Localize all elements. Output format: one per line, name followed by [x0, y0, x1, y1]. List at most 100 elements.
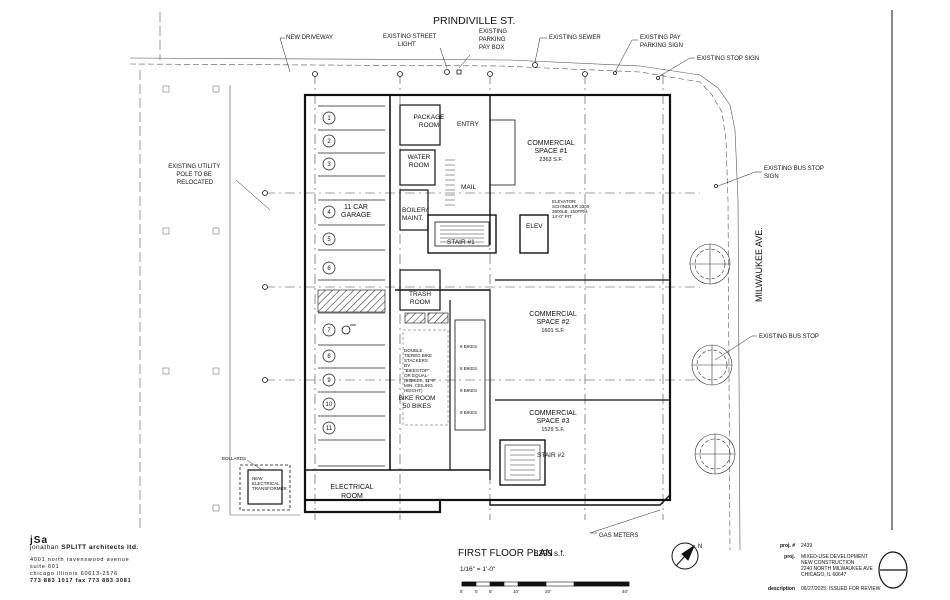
pay-box-callout: EXISTING PARKING PAY BOX — [479, 29, 509, 51]
north-label: N — [698, 544, 702, 550]
stall-number: 1 — [327, 116, 331, 122]
firm-name-bold: SPLITT architects ltd. — [61, 544, 139, 551]
stall-number: 9 — [327, 378, 331, 384]
bollards-callout: BOLLARDS — [222, 456, 246, 461]
svg-text:0: 0 — [475, 589, 478, 594]
stall-number-badge — [322, 205, 336, 219]
stall-number-badge — [322, 373, 336, 387]
svg-text:20': 20' — [545, 589, 551, 594]
stall-number: 3 — [327, 162, 331, 168]
sewer-callout: EXISTING SEWER — [549, 35, 601, 41]
bike-label-3: 8 BIKES — [460, 388, 477, 393]
bus-stop-callout: EXISTING BUS STOP — [759, 334, 819, 340]
proj-line-1: MIXED-USE DEVELOPMENT — [801, 554, 868, 560]
scale-tick-labels: 5' 0 5' 10' 20' 40' — [460, 589, 628, 594]
utility-pole-callout: EXISTING UTILITY POLE TO BE RELOCATED — [168, 164, 222, 186]
proj-key: proj. — [784, 554, 795, 560]
grid-bubbles — [262, 71, 588, 383]
stall-number: 8 — [327, 354, 331, 360]
proj-line-2: NEW CONSTRUCTION — [801, 560, 855, 566]
stall-number-badge — [322, 261, 336, 275]
stall-number-badge — [322, 421, 336, 435]
scale-bar — [461, 581, 630, 587]
stair-2-label: STAIR #2 — [537, 452, 565, 459]
elevator-note: ELEVATOR: SCHINDLER 3300, 3500LB, 150FPM… — [552, 199, 592, 219]
stall-number-badge — [322, 349, 336, 363]
stall-number-badge — [322, 323, 336, 337]
bike-label-1: 8 BIKES — [460, 344, 477, 349]
stall-number: 4 — [327, 210, 331, 216]
firm-address-1: 4001 north ravenswood avenue — [30, 557, 130, 563]
desc-value: 06/27/2025: ISSUED FOR REVIEW — [801, 586, 881, 592]
stall-number: 6 — [327, 266, 331, 272]
bus-sign-callout: EXISTING BUS STOP SIGN — [764, 166, 825, 180]
proj-line-4: CHICAGO, IL 60647 — [801, 572, 847, 578]
stall-number-badge — [322, 111, 336, 125]
plan-scale: 1/16" = 1'-0" — [460, 566, 496, 573]
firm-prefix: jonathan — [30, 544, 59, 551]
project-block: proj. #2439 proj. MIXED-USE DEVELOPMENT … — [755, 543, 895, 592]
svg-text:40': 40' — [622, 589, 628, 594]
transformer-callout: NEW ELECTRICAL TRANSFORMER — [252, 476, 288, 491]
firm-address-3: chicago illinois 60613-2576 — [30, 571, 118, 577]
street-north-label: PRINDIVILLE ST. — [433, 15, 515, 27]
stall-number: 7 — [327, 328, 331, 334]
proj-no: 2439 — [801, 543, 813, 549]
property-lines — [129, 12, 741, 551]
plan-area: 8395 s.f. — [534, 549, 565, 558]
stall-number-badge — [322, 157, 336, 171]
bike-label-4: 8 BIKES — [460, 410, 477, 415]
leader-lines — [235, 37, 762, 534]
stall-number: 11 — [326, 426, 333, 432]
title-block: jSa jonathan SPLITT architects ltd. 4001… — [30, 535, 230, 585]
firm-address-2: suite 601 — [30, 564, 60, 570]
desc-key: description — [768, 586, 795, 592]
street-east-label: MILWAUKEE AVE. — [754, 227, 764, 302]
boiler-room-label: BOILER/MAINT. — [402, 207, 428, 222]
stall-number: 2 — [327, 139, 331, 145]
stall-number-badge — [322, 232, 336, 246]
plan-title: FIRST FLOOR PLAN — [458, 548, 553, 559]
entry-label: ENTRY — [457, 121, 480, 128]
new-driveway-callout: NEW DRIVEWAY — [286, 35, 333, 41]
stair-treads — [440, 159, 535, 476]
firm-logo: jSa — [30, 535, 49, 546]
building-walls — [303, 93, 672, 514]
parking-stalls — [318, 105, 385, 467]
accessible-icon — [341, 324, 356, 335]
site-markers — [162, 85, 220, 512]
firm-phone: 773 883 1017 fax 773 883 3081 — [30, 578, 132, 584]
mail-label: MAIL — [461, 184, 477, 191]
north-arrow-icon — [671, 542, 699, 570]
elevator-label: ELEV — [526, 223, 543, 230]
hatched-aisle — [317, 289, 386, 313]
stair-1-label: STAIR #1 — [447, 239, 475, 246]
proj-line-3: 2240 NORTH MILWAUKEE AVE — [801, 566, 873, 572]
transformer-pad — [239, 464, 291, 511]
stall-number-badge — [322, 134, 336, 148]
trees — [689, 243, 736, 475]
stop-sign-callout: EXISTING STOP SIGN — [697, 56, 759, 62]
street-light-callout: EXISTING STREET LIGHT — [383, 34, 438, 48]
corner-logo-icon — [878, 551, 908, 589]
svg-text:5': 5' — [489, 589, 493, 594]
gas-meters-callout: GAS METERS — [599, 533, 638, 539]
firm-name: jonathan SPLITT architects ltd. — [30, 544, 230, 551]
stall-number-badge — [322, 397, 336, 411]
bike-racks — [402, 312, 449, 426]
svg-text:10': 10' — [513, 589, 519, 594]
site-fixtures — [444, 62, 718, 188]
bike-label-2: 8 BIKES — [460, 366, 477, 371]
pay-sign-callout: EXISTING PAY PARKING SIGN — [640, 35, 683, 49]
